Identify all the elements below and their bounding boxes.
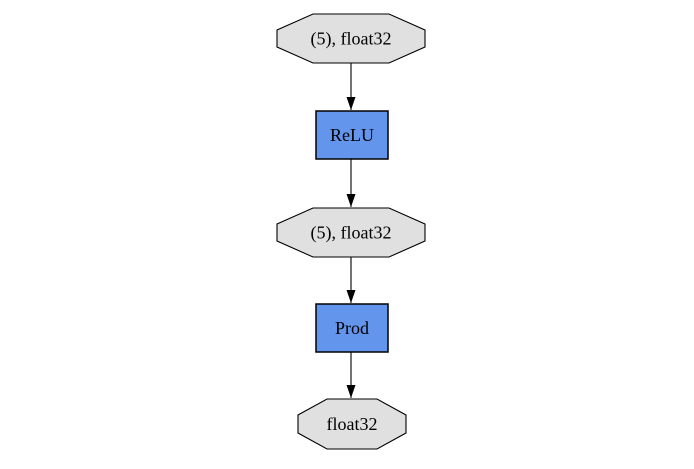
variable-node-output: [297, 398, 407, 450]
function-node-prod-label: Prod: [335, 318, 369, 338]
function-node-relu: [315, 110, 389, 160]
variable-node-output-label: float32: [327, 414, 378, 434]
variable-node-hidden-label: (5), float32: [311, 223, 392, 244]
function-node-prod: [315, 303, 389, 353]
variable-node-input-label: (5), float32: [311, 29, 392, 50]
function-node-relu-label: ReLU: [330, 125, 374, 145]
variable-node-hidden: [276, 207, 426, 258]
variable-node-input: [276, 13, 426, 64]
